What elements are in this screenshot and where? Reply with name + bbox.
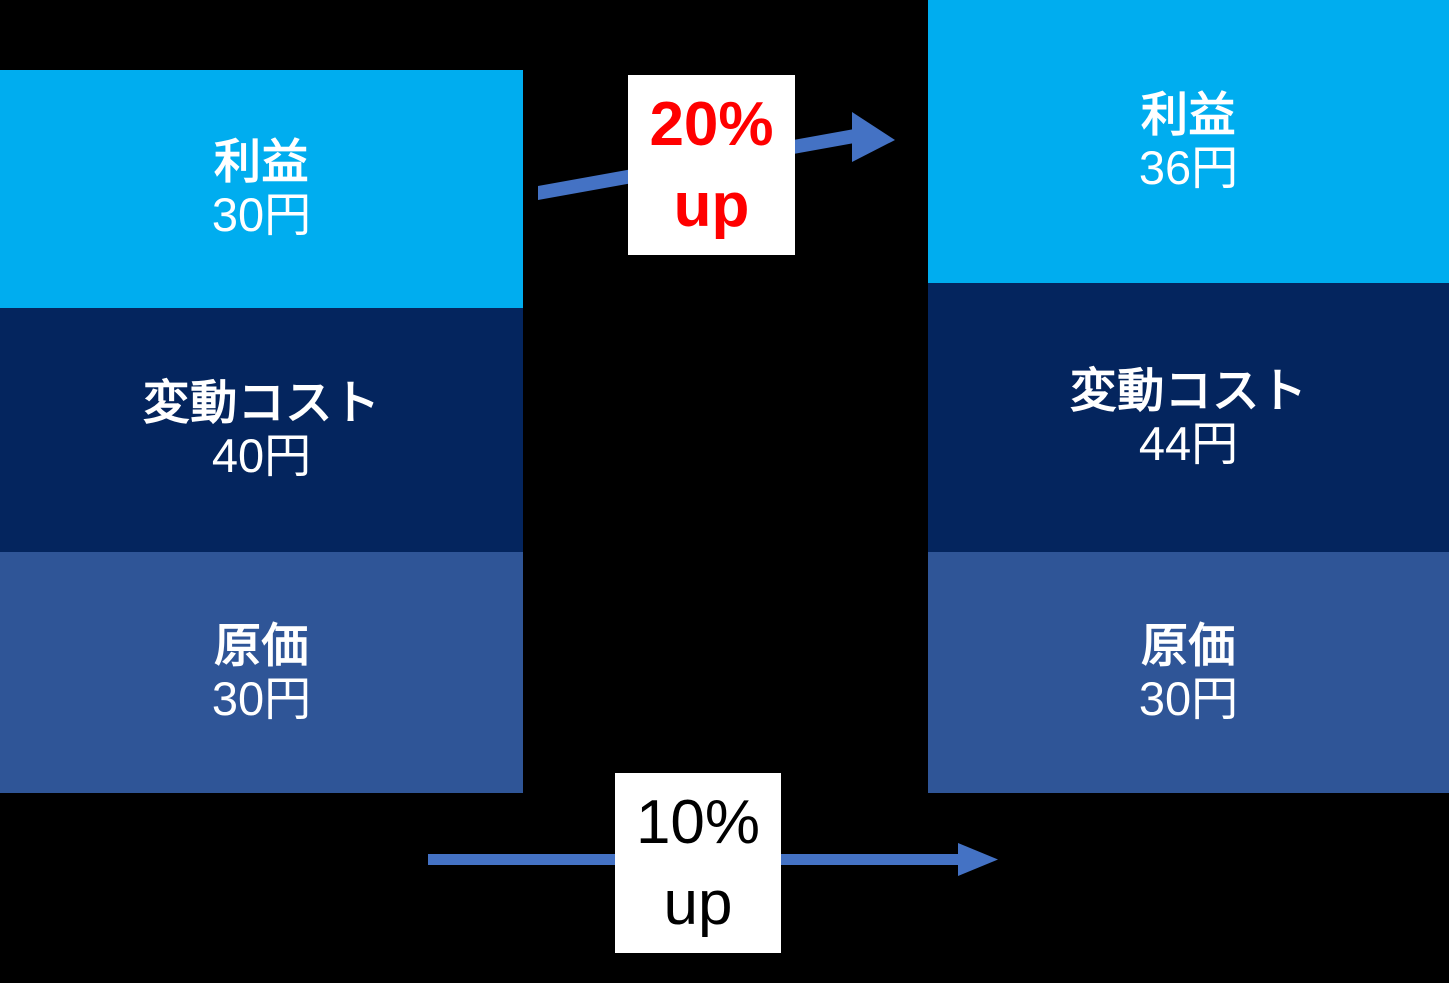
- segment-variable-cost-after: 変動コスト 44円: [928, 283, 1449, 552]
- callout-direction: up: [673, 171, 750, 240]
- callout-percent: 20%: [649, 89, 774, 159]
- segment-label: 変動コスト: [1069, 363, 1308, 417]
- callout-profit-increase: 20% up: [628, 75, 795, 255]
- callout-revenue-increase: 10% up: [615, 773, 781, 953]
- callout-direction: up: [663, 869, 733, 938]
- callout-percent: 10%: [635, 787, 761, 857]
- segment-base-cost-before: 原価 30円: [0, 552, 523, 793]
- segment-value: 40円: [211, 429, 312, 482]
- segment-label: 変動コスト: [142, 376, 381, 430]
- segment-base-cost-after: 原価 30円: [928, 552, 1449, 793]
- segment-value: 30円: [1138, 671, 1239, 725]
- segment-label: 利益: [214, 135, 309, 189]
- segment-value: 36円: [1138, 140, 1239, 194]
- segment-value: 44円: [1138, 416, 1239, 470]
- segment-label: 原価: [214, 618, 309, 672]
- segment-value: 30円: [211, 188, 312, 241]
- segment-label: 利益: [1141, 87, 1236, 141]
- segment-variable-cost-before: 変動コスト 40円: [0, 308, 523, 552]
- stacked-bar-before: 利益 30円 変動コスト 40円 原価 30円: [0, 70, 523, 793]
- segment-profit-before: 利益 30円: [0, 70, 523, 308]
- segment-profit-after: 利益 36円: [928, 0, 1449, 283]
- stacked-bar-after: 利益 36円 変動コスト 44円 原価 30円: [928, 0, 1449, 793]
- segment-label: 原価: [1141, 618, 1236, 672]
- segment-value: 30円: [211, 671, 312, 725]
